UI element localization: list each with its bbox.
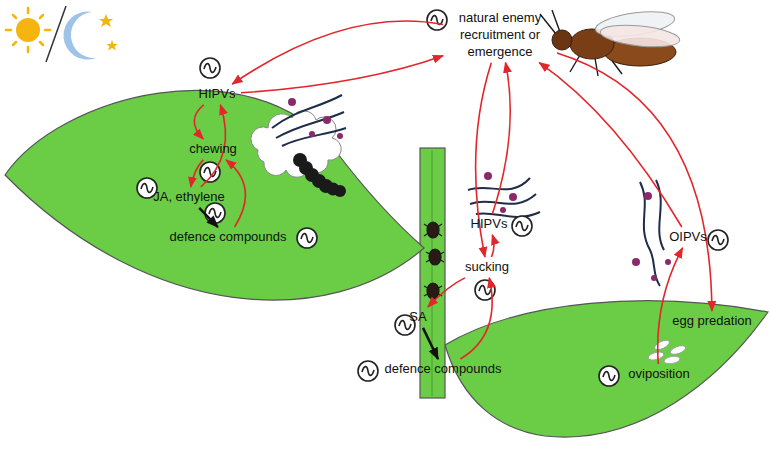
clock-symbol: [599, 366, 619, 386]
node-text: natural enemy recruitment or emergence: [445, 10, 555, 61]
node-text: SA: [405, 309, 431, 326]
node-text: oviposition: [623, 366, 695, 383]
eggs: [647, 338, 686, 364]
star: [107, 40, 118, 51]
node-text: defence compounds: [381, 361, 505, 378]
slash: [46, 6, 66, 62]
text-node: HIPVs: [195, 86, 239, 103]
node-text: HIPVs: [466, 216, 512, 233]
node-text: defence compounds: [166, 229, 290, 246]
text-node: SA: [405, 309, 431, 326]
influence-arrow: [557, 53, 712, 311]
clock-symbol: [297, 228, 317, 248]
clock-symbol: [512, 216, 532, 236]
node-text: sucking: [460, 259, 514, 276]
node-text: OIPVs: [664, 229, 712, 246]
volatile-dots: [288, 98, 343, 139]
influence-arrow: [658, 248, 683, 364]
moon: [63, 12, 96, 60]
volatile-plume: [640, 180, 664, 286]
influence-arrow: [199, 208, 218, 227]
caterpillar: [293, 153, 346, 197]
star: [99, 14, 113, 27]
text-node: chewing: [185, 141, 241, 158]
stem: [420, 148, 445, 398]
volatile-dots: [632, 192, 671, 281]
chewed-hole: [251, 111, 341, 177]
clock-symbol: [205, 203, 225, 223]
stem-vein: [432, 150, 433, 396]
influence-arrow: [191, 160, 203, 187]
influence-arrow: [428, 278, 465, 307]
text-node: sucking: [460, 259, 514, 276]
text-node: HIPVs: [466, 216, 512, 233]
sun-rays: [6, 8, 50, 52]
influence-arrow: [491, 235, 494, 257]
text-node: JA, ethylene: [150, 189, 228, 206]
volatile-plume: [272, 95, 346, 146]
leaf: [5, 90, 424, 300]
node-text: JA, ethylene: [150, 189, 228, 206]
influence-arrow: [226, 160, 245, 227]
node-text: egg predation: [666, 313, 758, 330]
text-node: OIPVs: [664, 229, 712, 246]
parasitoid-fly: [540, 8, 681, 76]
influence-arrow: [194, 105, 204, 139]
node-text: chewing: [185, 141, 241, 158]
aphid: [424, 222, 444, 299]
influence-arrow: [539, 63, 682, 227]
influence-arrow: [492, 63, 510, 214]
text-node: natural enemy recruitment or emergence: [445, 10, 555, 61]
text-node: defence compounds: [381, 361, 505, 378]
clock-symbol: [427, 10, 447, 30]
node-text: HIPVs: [195, 86, 239, 103]
influence-arrow: [460, 278, 492, 359]
volatile-plume: [468, 178, 540, 217]
text-node: egg predation: [666, 313, 758, 330]
clock-symbol: [200, 162, 220, 182]
clock-symbol: [358, 361, 378, 381]
sun: [16, 18, 40, 42]
influence-arrow: [241, 56, 443, 93]
text-node: oviposition: [623, 366, 695, 383]
influence-arrow: [423, 328, 438, 359]
clock-symbol: [200, 58, 220, 78]
text-node: defence compounds: [166, 229, 290, 246]
day-night-icon: [6, 6, 118, 62]
influence-arrow: [232, 21, 443, 84]
clock-symbol: [708, 230, 728, 250]
connector-layer: [191, 21, 712, 364]
